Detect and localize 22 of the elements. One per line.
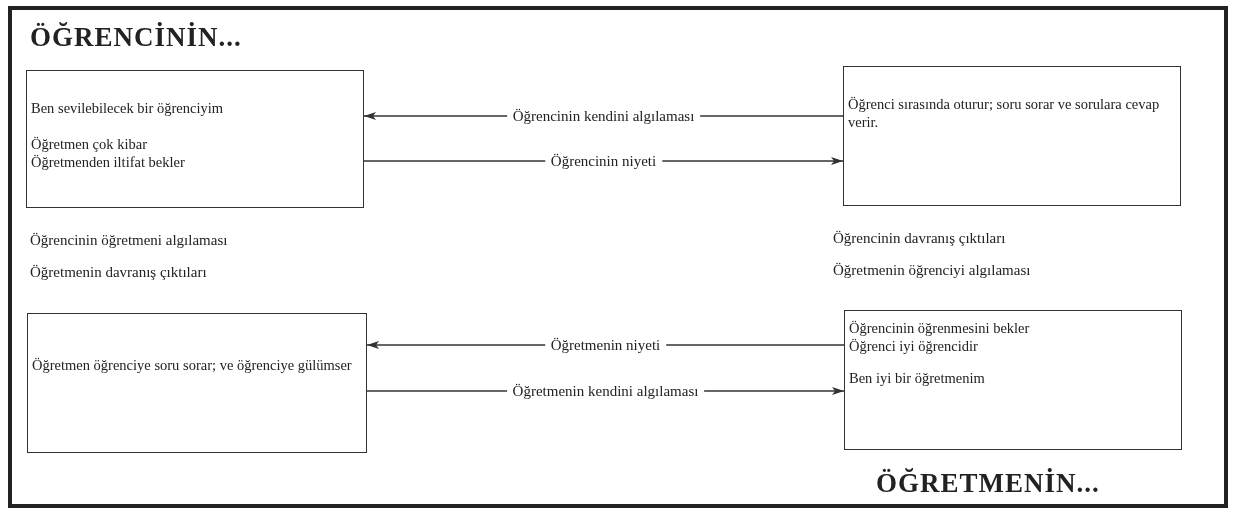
box-text: Öğretmen çok kibar <box>31 135 148 153</box>
heading: ÖĞRETMENİN... <box>876 468 1100 499</box>
box-text: Öğrencinin öğrenmesini bekler <box>849 319 1031 337</box>
edge-label: Öğretmenin kendini algılaması <box>506 382 705 400</box>
edge-label: Öğrencinin kendini algılaması <box>506 107 701 125</box>
text-box <box>843 66 1181 206</box>
box-text: Ben sevilebilecek bir öğrenciyim <box>31 99 225 117</box>
text-label: Öğrencinin öğretmeni algılaması <box>30 232 228 249</box>
box-text: Öğretmen öğrenciye soru sorar; ve öğrenciye gülümser <box>32 356 353 374</box>
edge-label: Öğrencinin niyeti <box>544 152 663 170</box>
text-label: Öğretmenin davranış çıktıları <box>30 264 207 281</box>
box-text: Ben iyi bir öğretmenim <box>849 369 986 387</box>
box-text: Öğretmenden iltifat bekler <box>31 153 186 171</box>
box-text: Öğrenci iyi öğrencidir <box>849 337 979 355</box>
text-label: Öğrencinin davranış çıktıları <box>833 230 1006 247</box>
text-box <box>26 70 364 208</box>
text-label: Öğretmenin öğrenciyi algılaması <box>833 262 1031 279</box>
box-text: Öğrenci sırasında oturur; soru sorar ve sorulara cevap verir. <box>848 95 1161 131</box>
text-box <box>27 313 367 453</box>
edge-label: Öğretmenin niyeti <box>544 336 667 354</box>
title: ÖĞRENCİNİN... <box>30 22 242 53</box>
text-box <box>844 310 1182 450</box>
